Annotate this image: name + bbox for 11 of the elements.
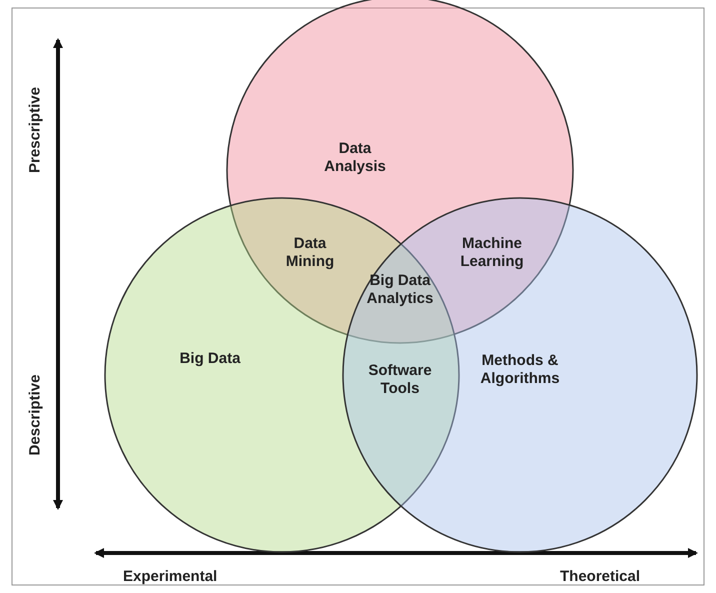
circle-label: Big Data: [178, 350, 242, 368]
circle-label: Data Analysis: [323, 140, 387, 176]
axis-label: Theoretical: [560, 568, 640, 585]
overlap-label: Machine Learning: [459, 235, 525, 271]
axis-label: Experimental: [123, 568, 218, 585]
axis-label: Descriptive: [26, 374, 44, 456]
overlap-label: Data Mining: [284, 235, 336, 271]
axis-label: Prescriptive: [26, 87, 44, 173]
overlap-label: Big Data Analytics: [366, 272, 434, 308]
overlap-label: Software Tools: [367, 362, 433, 398]
circle-label: Methods & Algorithms: [479, 352, 561, 388]
